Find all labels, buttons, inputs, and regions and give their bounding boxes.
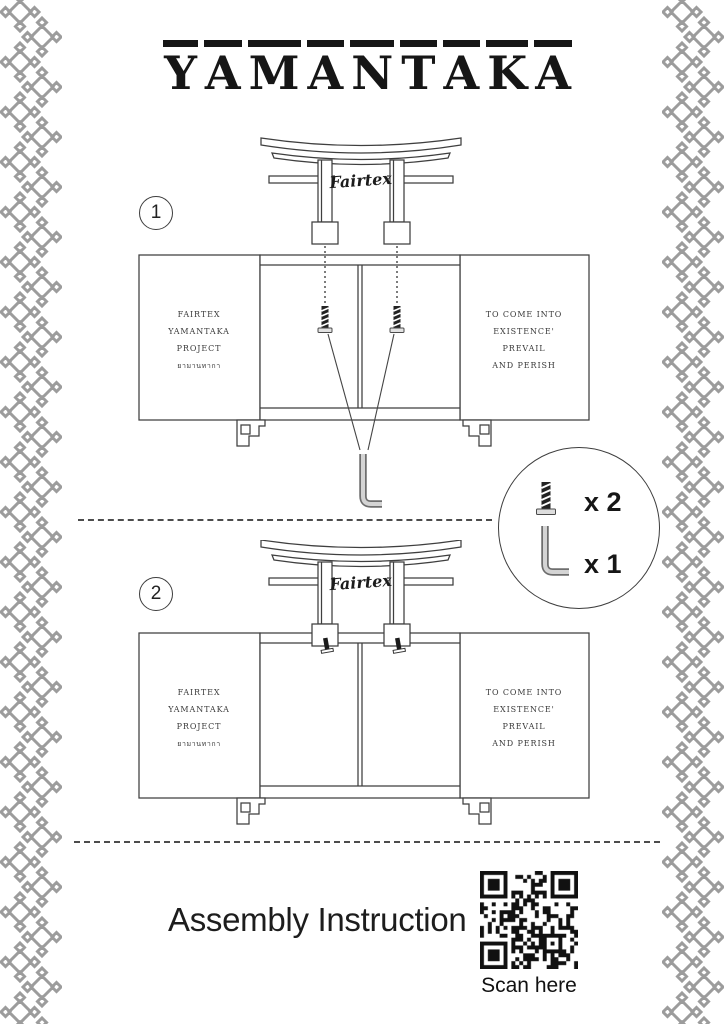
svg-text:EXISTENCE': EXISTENCE' (493, 705, 555, 714)
hardware-legend: x 2 x 1 (498, 447, 660, 609)
step-2-diagram: FAIRTEX YAMANTAKA PROJECT ยามานทากา TO C… (138, 540, 590, 825)
allen-key-icon (359, 454, 382, 508)
panel-text-right: TO COME INTO EXISTENCE' PREVAIL AND PERI… (486, 688, 563, 748)
bolt-icon (389, 306, 405, 333)
title-letter: A (442, 40, 481, 97)
cabinet-body: FAIRTEX YAMANTAKA PROJECT ยามานทากา TO C… (138, 632, 590, 825)
panel-text-left: FAIRTEX YAMANTAKA PROJECT ยามานทากา (167, 688, 230, 748)
step-1-diagram: Fairtex FAIRTEX YAMANTAKA PROJECT ยามานท… (138, 137, 590, 508)
title-letter: N (350, 40, 395, 97)
panel-text-left: FAIRTEX YAMANTAKA PROJECT ยามานทากา (167, 310, 230, 370)
brand-logo: Fairtex (328, 571, 393, 594)
knot-border-left (0, 0, 62, 1024)
svg-text:TO COME INTO: TO COME INTO (486, 688, 563, 697)
title-letter: Y (163, 40, 198, 97)
bolt-icon (317, 306, 333, 333)
svg-text:TO COME INTO: TO COME INTO (486, 310, 563, 319)
step-1-number: 1 (150, 202, 162, 223)
pointer-line (367, 333, 395, 451)
torii-top-piece: Fairtex (260, 137, 462, 245)
mounting-screw (392, 637, 407, 654)
title-letter: A (534, 40, 572, 97)
svg-text:PROJECT: PROJECT (177, 344, 222, 353)
title-letter: K (486, 40, 529, 97)
svg-text:FAIRTEX: FAIRTEX (178, 688, 221, 697)
title-letter: A (203, 40, 242, 97)
svg-text:EXISTENCE': EXISTENCE' (493, 327, 555, 336)
section-divider-1 (78, 519, 492, 521)
panel-text-right: TO COME INTO EXISTENCE' PREVAIL AND PERI… (486, 310, 563, 370)
brand-logo: Fairtex (328, 169, 393, 192)
allen-key-quantity: x 1 (584, 549, 622, 579)
svg-text:PREVAIL: PREVAIL (502, 344, 545, 353)
step-2-badge: 2 (139, 577, 173, 611)
mounting-screw (320, 637, 335, 654)
svg-text:FAIRTEX: FAIRTEX (178, 310, 221, 319)
hardware-legend-icons: x 2 x 1 (536, 482, 622, 579)
svg-text:ยามานทากา: ยามานทากา (177, 740, 220, 748)
section-divider-2 (74, 841, 660, 843)
bolt-icon (536, 482, 556, 515)
svg-text:AND PERISH: AND PERISH (491, 361, 556, 370)
knot-border-right (662, 0, 724, 1024)
assembly-heading: Assembly Instruction (168, 901, 467, 938)
svg-text:YAMANTAKA: YAMANTAKA (167, 705, 230, 714)
svg-text:PROJECT: PROJECT (177, 722, 222, 731)
cabinet-body: FAIRTEX YAMANTAKA PROJECT ยามานทากา TO C… (138, 254, 590, 447)
torii-top-piece: Fairtex (260, 540, 462, 647)
qr-caption: Scan here (481, 974, 577, 997)
bolt-quantity: x 2 (584, 487, 622, 517)
qr-block: Scan here (479, 871, 579, 998)
title-letter: T (400, 40, 437, 97)
title-letter: M (247, 40, 301, 97)
step-1-badge: 1 (139, 196, 173, 230)
pointer-line (327, 333, 361, 451)
svg-text:PREVAIL: PREVAIL (502, 722, 545, 731)
qr-code (480, 871, 578, 969)
svg-text:AND PERISH: AND PERISH (491, 739, 556, 748)
title-letter: A (306, 40, 345, 97)
svg-text:YAMANTAKA: YAMANTAKA (167, 327, 230, 336)
allen-key-icon (541, 526, 569, 576)
step-2-number: 2 (150, 583, 162, 604)
svg-text:ยามานทากา: ยามานทากา (177, 362, 220, 370)
